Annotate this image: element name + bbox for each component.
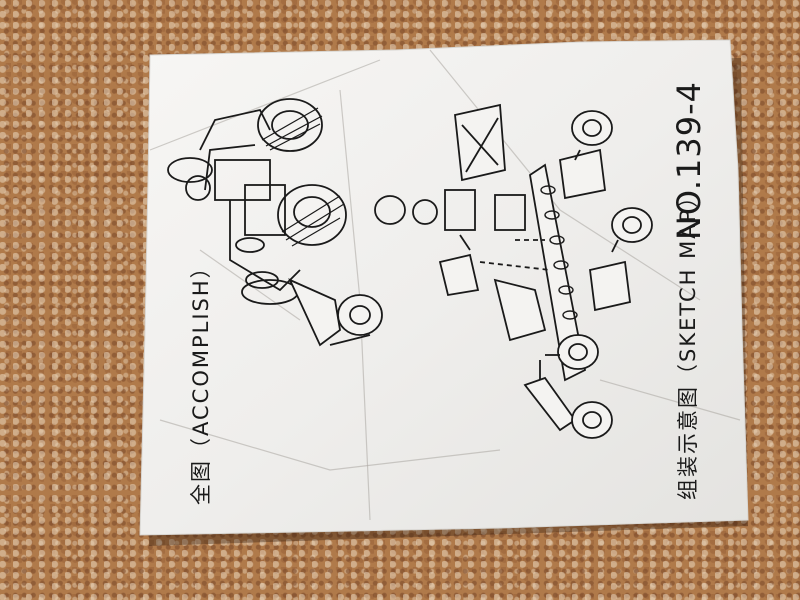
accomplish-caption: 全图（ACCOMPLISH） (189, 255, 213, 505)
model-number: NO.139-4 (670, 81, 708, 240)
paper-body (139, 39, 749, 536)
assembled-model-drawing (167, 98, 383, 347)
exploded-sketch-drawing (374, 103, 653, 439)
